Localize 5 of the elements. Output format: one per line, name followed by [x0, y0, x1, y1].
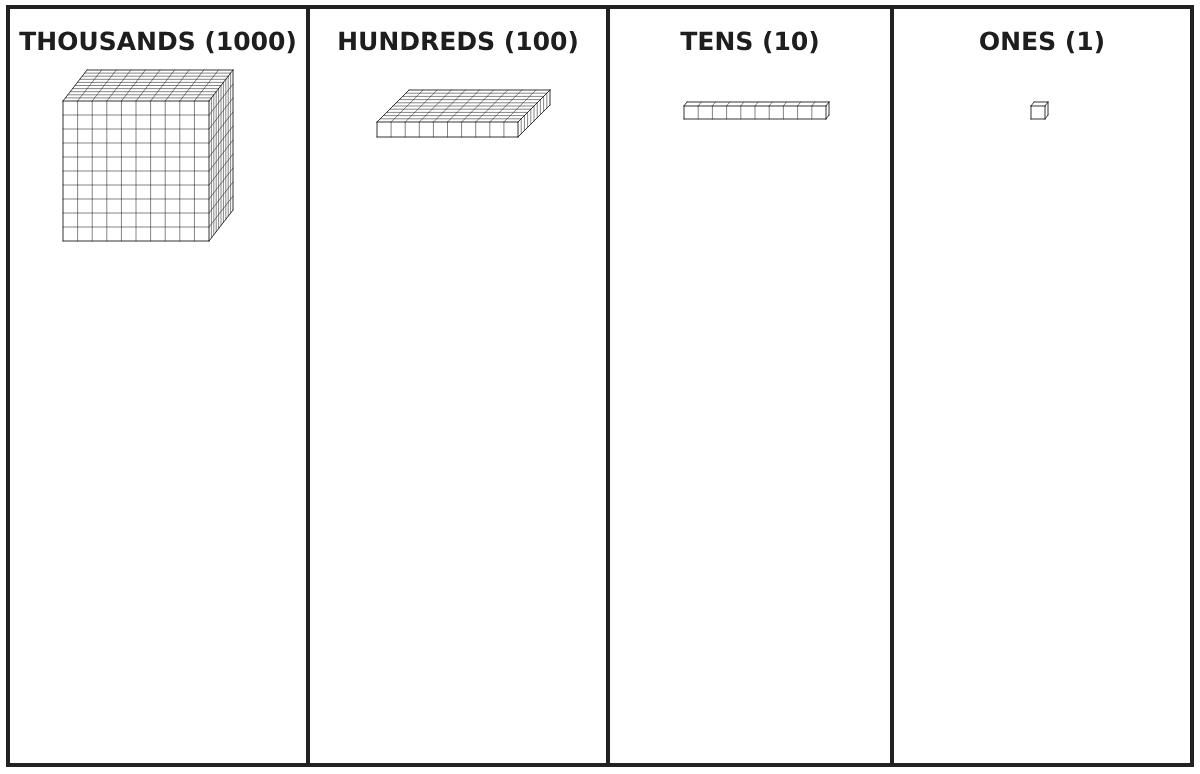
column-heading: HUNDREDS (100) — [339, 31, 577, 54]
column-heading: THOUSANDS (1000) — [19, 31, 295, 54]
column-heading: TENS (10) — [680, 31, 818, 54]
column-box — [890, 5, 1194, 767]
column-heading: ONES (1) — [980, 31, 1103, 54]
